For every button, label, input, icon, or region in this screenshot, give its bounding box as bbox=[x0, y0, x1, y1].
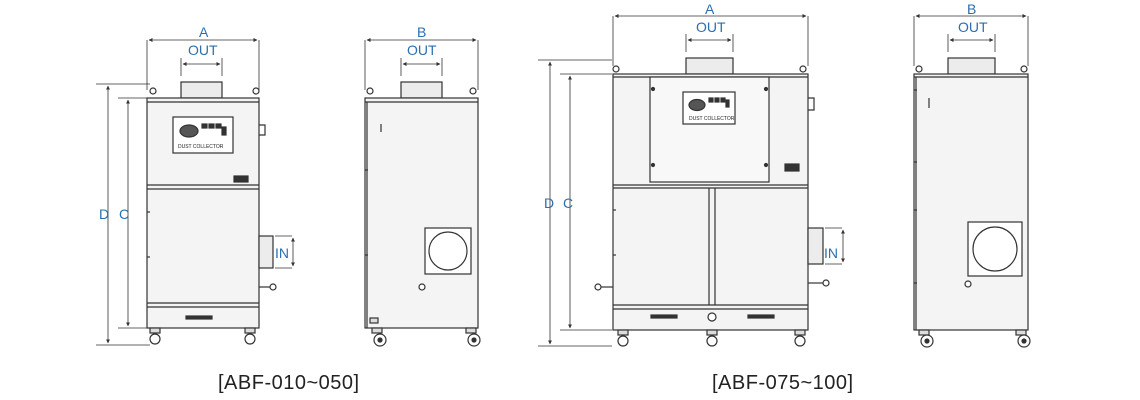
dimension-in-label: IN bbox=[275, 245, 289, 261]
dimension-d-label: D bbox=[99, 206, 109, 222]
dimension-out-label-3: OUT bbox=[696, 19, 726, 35]
dimension-out-label-2: OUT bbox=[407, 42, 437, 58]
large-side-dimensions bbox=[913, 14, 1029, 66]
panel-label-2: DUST COLLECTOR bbox=[689, 116, 735, 122]
dimension-a-label: A bbox=[199, 24, 209, 40]
dimension-c-label: C bbox=[119, 206, 129, 222]
dimension-c-label-2: C bbox=[563, 195, 573, 211]
dimension-d-label-2: D bbox=[544, 195, 554, 211]
large-side-view bbox=[913, 57, 1031, 348]
dimension-out-label: OUT bbox=[188, 42, 218, 58]
panel-label: DUST COLLECTOR bbox=[178, 144, 224, 150]
dimension-b-label: B bbox=[417, 24, 426, 40]
large-front-dimensions bbox=[538, 14, 845, 347]
dimension-a-label-2: A bbox=[705, 1, 715, 17]
dimension-in-label-2: IN bbox=[824, 245, 838, 261]
small-side-view bbox=[364, 81, 481, 347]
small-front-view: DUST COLLECTOR bbox=[146, 81, 277, 345]
dimension-out-label-4: OUT bbox=[958, 19, 988, 35]
caption-large-model: [ABF-075~100] bbox=[712, 372, 854, 394]
small-front-dimensions bbox=[96, 38, 295, 346]
small-side-dimensions bbox=[364, 38, 479, 90]
caption-small-model: [ABF-010~050] bbox=[218, 372, 360, 394]
large-front-view: DUST COLLECTOR bbox=[594, 57, 830, 347]
dimension-b-label-2: B bbox=[967, 1, 976, 17]
